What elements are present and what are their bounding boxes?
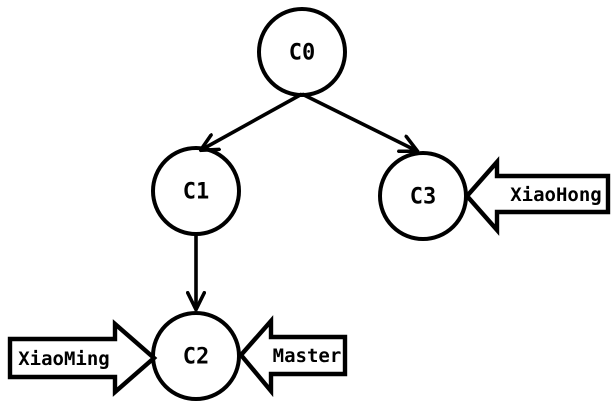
xiaoming-label: XiaoMing	[18, 348, 110, 370]
node-c3-label: C3	[410, 185, 437, 210]
master-label: Master	[273, 345, 342, 367]
edge-c0-to-c3-arrow	[301, 92, 417, 151]
node-c0-label: C0	[289, 41, 316, 66]
node-c2-label: C2	[183, 345, 210, 370]
edge-c0-to-c1-arrow	[201, 92, 303, 150]
xiaohong-label: XiaoHong	[510, 184, 602, 206]
xiaoming-block-arrow	[7, 319, 158, 397]
xiaohong-block-arrow	[464, 156, 611, 236]
node-c1-label: C1	[183, 180, 210, 205]
master-block-arrow	[238, 315, 348, 398]
